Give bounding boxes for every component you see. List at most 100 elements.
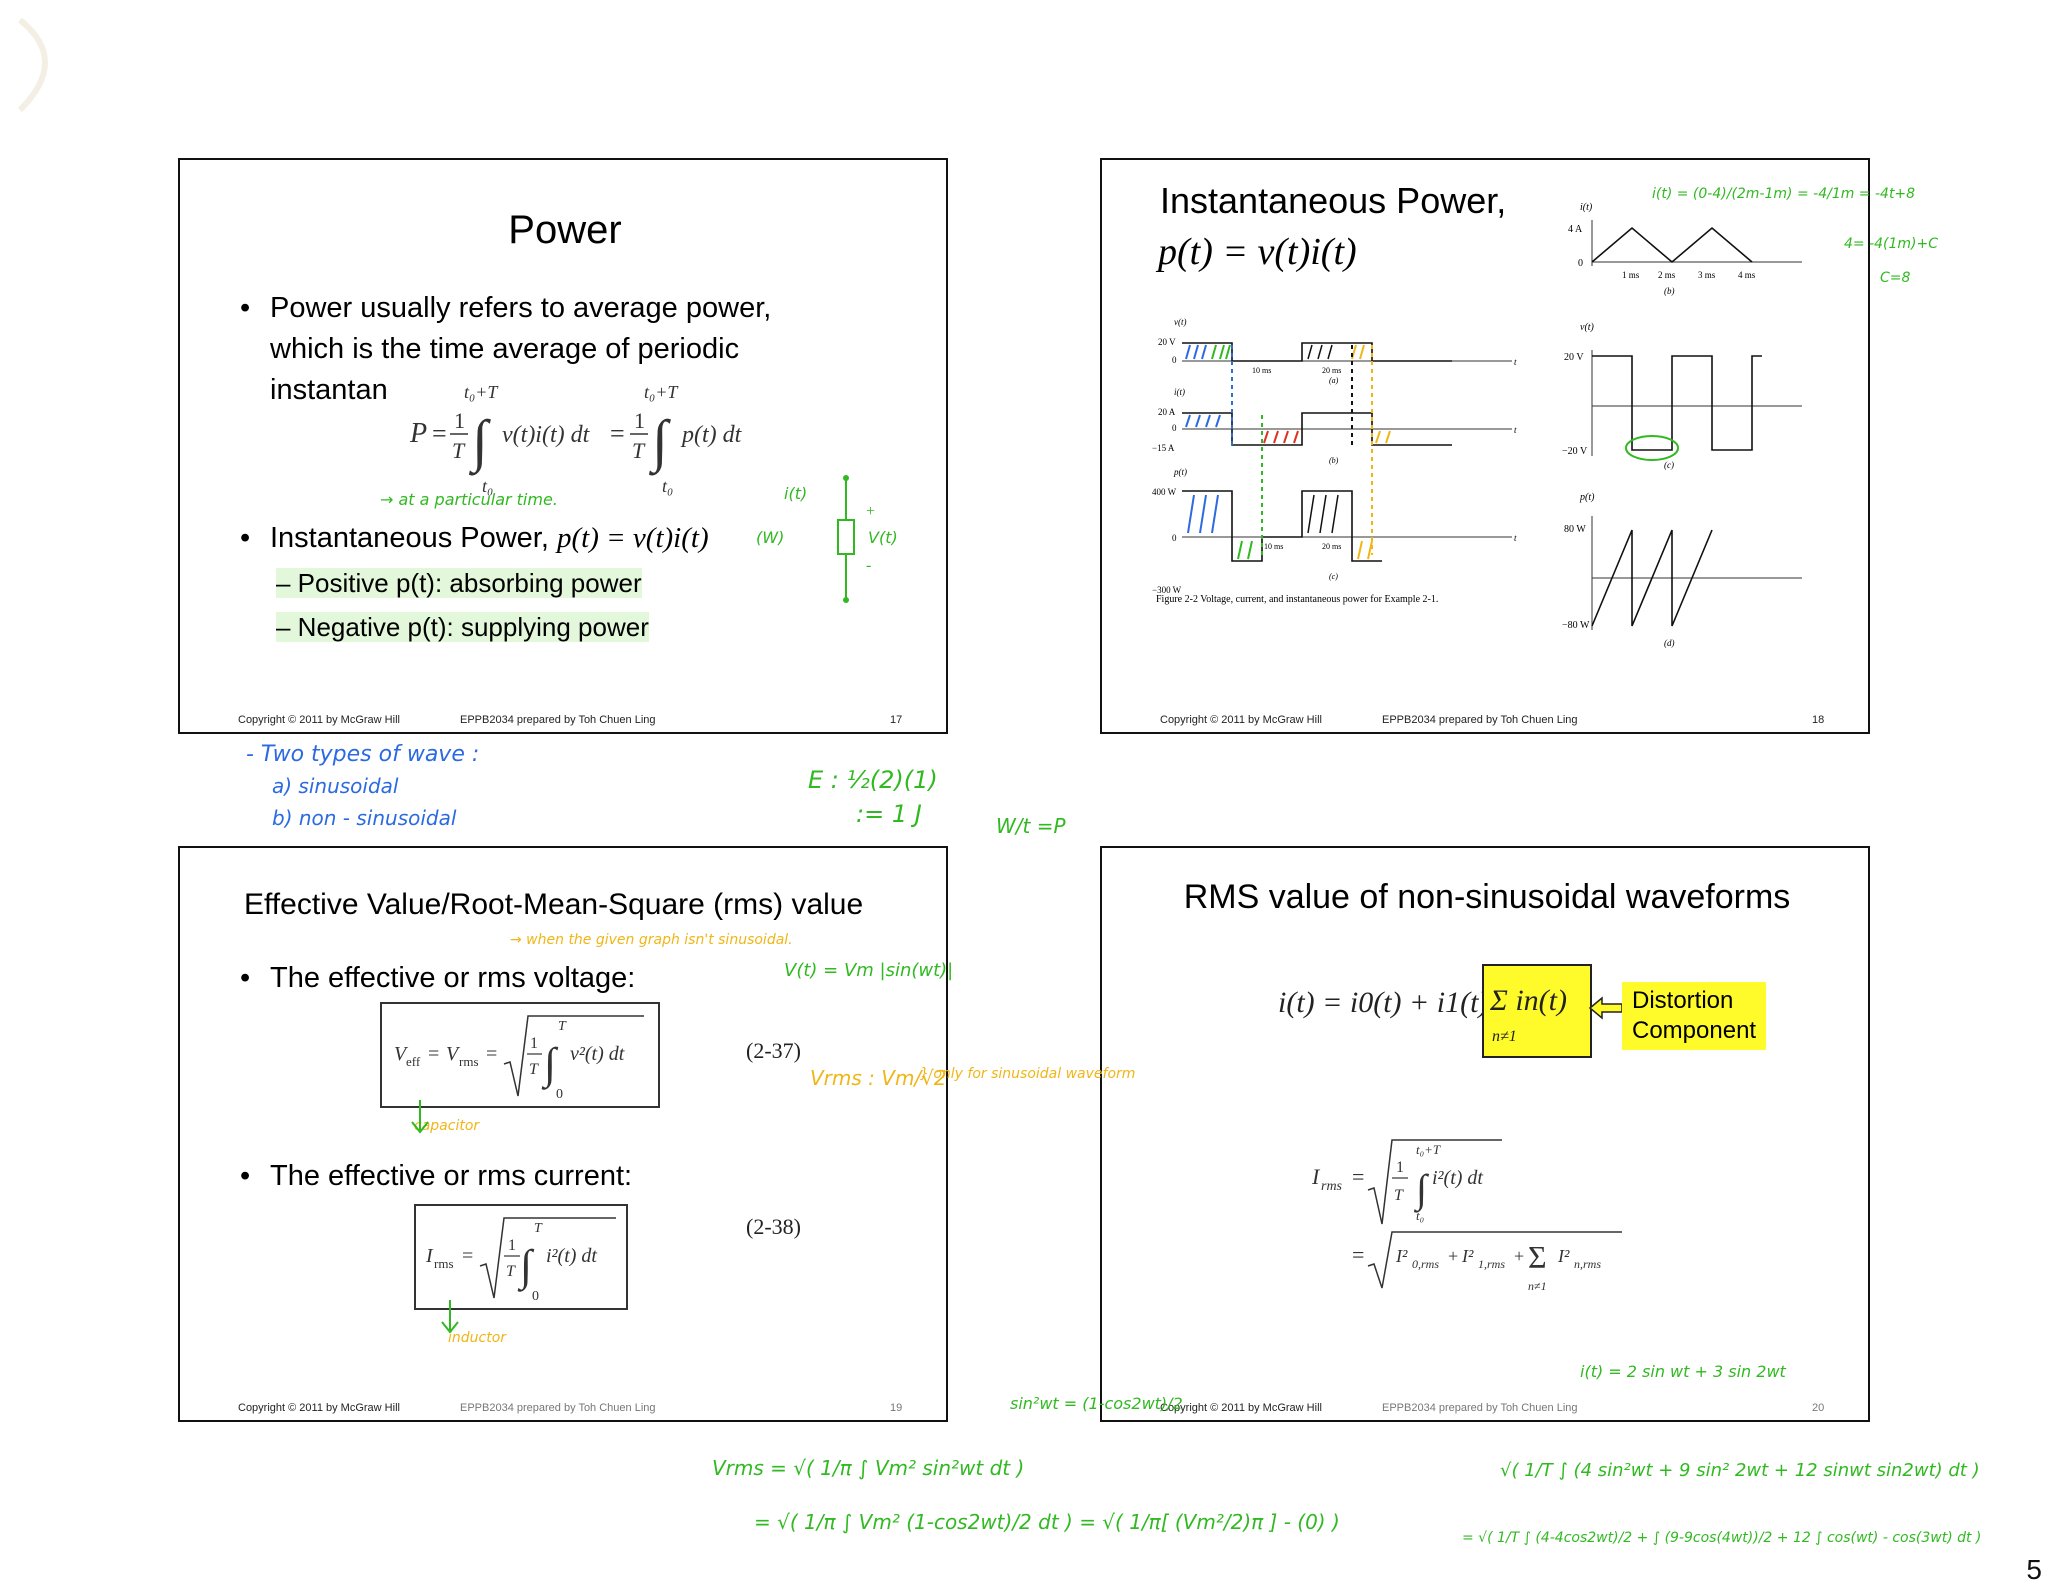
sub-negative-power: – Negative p(t): supplying power bbox=[276, 612, 649, 642]
svg-text:p(t): p(t) bbox=[1173, 467, 1187, 477]
bullet-average-power: • Power usually refers to average power,… bbox=[240, 292, 772, 406]
svg-text:+: + bbox=[1514, 1246, 1524, 1266]
svg-text:(b): (b) bbox=[1664, 286, 1675, 296]
svg-text:t₀: t₀ bbox=[482, 476, 493, 496]
svg-text:−15 A: −15 A bbox=[1152, 443, 1175, 453]
svg-text:0: 0 bbox=[556, 1087, 563, 1102]
svg-text:1,rms: 1,rms bbox=[1478, 1257, 1505, 1271]
svg-text:4 A: 4 A bbox=[1568, 224, 1583, 235]
slide-title: RMS value of non-sinusoidal waveforms bbox=[1183, 878, 1791, 916]
current-decomposition-eq: i(t) = i0(t) + i1(t) + bbox=[1278, 986, 1517, 1019]
svg-text:I²: I² bbox=[1461, 1246, 1474, 1266]
note-energy-1: E : ½(2)(1) bbox=[808, 766, 938, 794]
svg-text:I: I bbox=[425, 1245, 434, 1267]
svg-text:+: + bbox=[1448, 1246, 1458, 1266]
svg-text:1: 1 bbox=[508, 1237, 516, 1254]
svg-text:v(t)i(t) dt: v(t)i(t) dt bbox=[502, 422, 591, 448]
svg-text:I²: I² bbox=[1557, 1246, 1570, 1266]
slide-title: Power bbox=[508, 208, 622, 252]
svg-text:∫: ∫ bbox=[517, 1241, 535, 1292]
slide-title: Instantaneous Power, bbox=[1160, 180, 1507, 221]
svg-text:rms: rms bbox=[434, 1256, 454, 1271]
svg-text:=: = bbox=[1352, 1242, 1364, 1267]
slide-17: Power • Power usually refers to average … bbox=[178, 158, 948, 734]
note-intercept: 4= -4(1m)+C bbox=[1844, 236, 1939, 252]
bullet-instantaneous-power: • Instantaneous Power, p(t) = v(t)i(t) bbox=[240, 522, 709, 554]
svg-text:I: I bbox=[1311, 1164, 1321, 1189]
svg-text:V: V bbox=[394, 1043, 409, 1065]
note-w-over-t: W/t =P bbox=[996, 814, 1066, 838]
note-irms-derivation-1: √( 1/T ∫ (4 sin²wt + 9 sin² 2wt + 12 sin… bbox=[1500, 1460, 1980, 1481]
svg-text:T: T bbox=[558, 1019, 567, 1034]
svg-text:v²(t) dt: v²(t) dt bbox=[570, 1043, 625, 1065]
svg-text:i(t): i(t) bbox=[1580, 202, 1593, 213]
distortion-sum-box: Σ in(t) n≠1 bbox=[1482, 964, 1592, 1058]
svg-text:(d): (d) bbox=[1664, 638, 1675, 648]
note-irms-derivation-2: = √( 1/T ∫ (4-4cos2wt)/2 + ∫ (9-9cos(4wt… bbox=[1462, 1530, 1982, 1546]
svg-text:t₀+T: t₀+T bbox=[1416, 1142, 1441, 1157]
svg-text:(c): (c) bbox=[1329, 572, 1338, 581]
distortion-component-label: Distortion Component bbox=[1622, 982, 1767, 1050]
svg-text:I²: I² bbox=[1395, 1246, 1408, 1266]
note-when-not-sinusoidal: → when the given graph isn't sinusoidal. bbox=[510, 932, 793, 948]
svg-text:2 ms: 2 ms bbox=[1658, 270, 1676, 280]
svg-text:t: t bbox=[1514, 533, 1517, 543]
svg-text:n,rms: n,rms bbox=[1574, 1257, 1601, 1271]
svg-text:+: + bbox=[866, 503, 875, 520]
bullet-rms-current: •The effective or rms current: bbox=[240, 1160, 633, 1192]
slide-19: Effective Value/Root-Mean-Square (rms) v… bbox=[178, 846, 948, 1422]
note-inductor: inductor bbox=[448, 1330, 507, 1346]
svg-text:∫: ∫ bbox=[648, 408, 671, 476]
note-current-expression: i(t) = 2 sin wt + 3 sin 2wt bbox=[1580, 1362, 1786, 1381]
note-c-value: C=8 bbox=[1880, 270, 1911, 286]
svg-text:t: t bbox=[1514, 425, 1517, 435]
decorative-arc bbox=[17, 17, 48, 113]
svg-text:0,rms: 0,rms bbox=[1412, 1257, 1439, 1271]
slide-18: Instantaneous Power, p(t) = v(t)i(t) v(t… bbox=[1100, 158, 1870, 734]
note-sinusoidal: a) sinusoidal bbox=[272, 774, 399, 798]
svg-text:0: 0 bbox=[532, 1289, 539, 1304]
bullet-rms-voltage: •The effective or rms voltage: bbox=[240, 962, 636, 994]
svg-text:0: 0 bbox=[1578, 258, 1583, 269]
arrow-left-icon bbox=[1588, 996, 1623, 1020]
note-vrms-sinusoidal: Vrms : Vm/√2 bbox=[810, 1066, 947, 1090]
svg-text:0: 0 bbox=[1172, 533, 1177, 543]
slide-title: Effective Value/Root-Mean-Square (rms) v… bbox=[244, 888, 864, 921]
eq-number-2-38: (2-38) bbox=[746, 1214, 801, 1239]
svg-text:80 W: 80 W bbox=[1564, 524, 1586, 535]
svg-text:=: = bbox=[486, 1043, 497, 1065]
svg-text:t₀+T: t₀+T bbox=[644, 382, 679, 402]
svg-text:V: V bbox=[446, 1043, 461, 1065]
note-vt-sin: V(t) = Vm |sin(wt)| bbox=[784, 960, 954, 981]
note-it: i(t) bbox=[784, 484, 808, 503]
svg-text:T: T bbox=[452, 438, 466, 463]
note-wave-types: - Two types of wave : bbox=[246, 742, 480, 767]
svg-text:-: - bbox=[866, 557, 871, 574]
svg-text:T: T bbox=[529, 1061, 539, 1078]
note-sin-squared-identity: sin²wt = (1-cos2wt)/2 bbox=[1010, 1394, 1183, 1413]
svg-text:eff: eff bbox=[406, 1054, 421, 1069]
svg-text:(a): (a) bbox=[1329, 376, 1339, 385]
svg-text:∫: ∫ bbox=[1413, 1166, 1430, 1213]
svg-text:1: 1 bbox=[530, 1035, 538, 1052]
svg-text:=: = bbox=[1352, 1164, 1364, 1189]
svg-text:1 ms: 1 ms bbox=[1622, 270, 1640, 280]
svg-text:20 V: 20 V bbox=[1564, 352, 1584, 363]
svg-text:p(t): p(t) bbox=[1579, 492, 1595, 503]
capacitor-arrow bbox=[411, 1100, 429, 1134]
svg-text:0: 0 bbox=[1172, 355, 1177, 365]
svg-text:20 ms: 20 ms bbox=[1322, 366, 1341, 375]
svg-text:T: T bbox=[506, 1263, 516, 1280]
figure-caption: Figure 2-2 Voltage, current, and instant… bbox=[1156, 594, 1439, 605]
svg-text:10 ms: 10 ms bbox=[1252, 366, 1271, 375]
svg-text:t₀+T: t₀+T bbox=[464, 382, 499, 402]
svg-text:4 ms: 4 ms bbox=[1738, 270, 1756, 280]
svg-text:v(t): v(t) bbox=[1580, 322, 1595, 333]
svg-text:20 ms: 20 ms bbox=[1322, 542, 1341, 551]
svg-text:−80 W: −80 W bbox=[1562, 620, 1590, 631]
svg-text:v(t): v(t) bbox=[1174, 317, 1187, 327]
